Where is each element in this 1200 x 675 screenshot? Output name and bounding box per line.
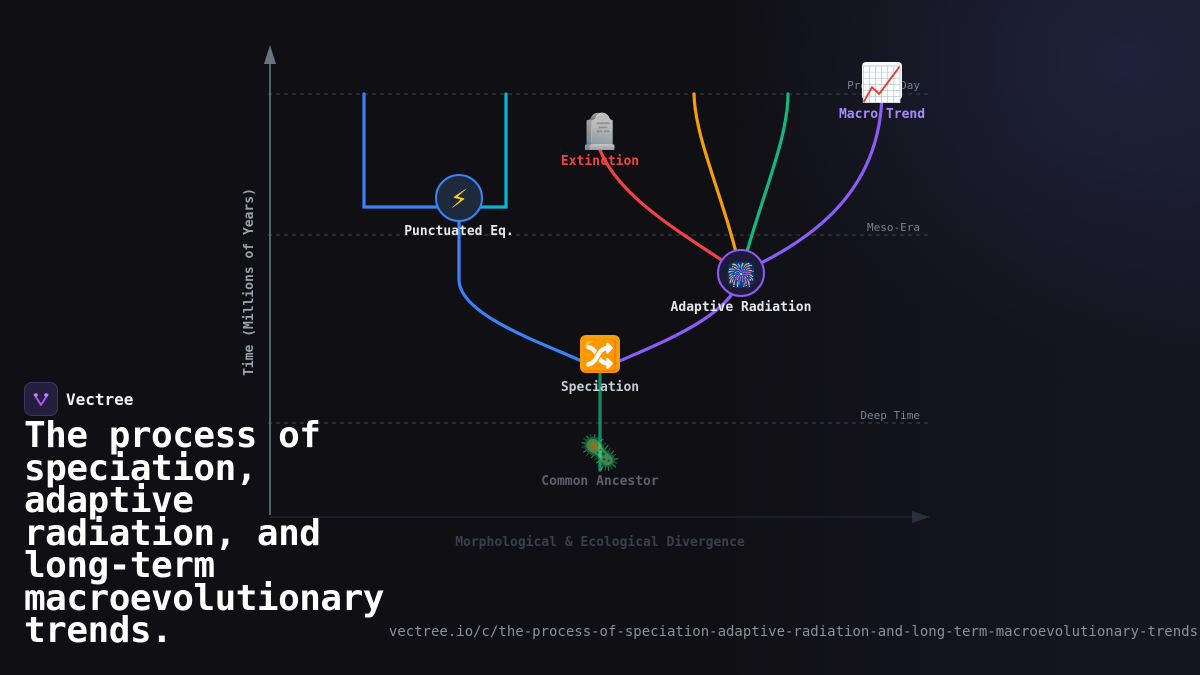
y-axis-arrow-icon	[264, 45, 276, 64]
chart-increasing-icon	[864, 67, 900, 95]
fireworks-icon: 🎆	[726, 261, 756, 289]
lightning-icon: ⚡	[450, 185, 468, 215]
node-label-macro-trend: Macro Trend	[839, 107, 925, 122]
node-common-ancestor: 🦠 Common Ancestor	[541, 433, 659, 489]
shuffle-icon: 🔀	[581, 338, 618, 374]
branch-green	[739, 92, 790, 275]
branch-punctuated-left	[362, 92, 461, 209]
era-label-deep: Deep Time	[860, 409, 920, 422]
page-title: The process of speciation, adaptive radi…	[24, 415, 384, 651]
branch-trend	[739, 92, 884, 275]
chart-increasing-emoji: 📈	[861, 65, 903, 105]
shuffle-icon-bg	[580, 335, 620, 373]
brand-name: Vectree	[66, 389, 134, 409]
node-macro-trend: 📈 Macro Trend	[839, 62, 925, 122]
microbe-icon: 🦠	[579, 433, 621, 473]
x-axis-label: Morphological & Ecological Divergence	[455, 535, 745, 550]
node-adaptive-radiation: 🎆 Adaptive Radiation	[671, 249, 812, 315]
branch-speciation-right	[598, 271, 743, 372]
node-label-speciation: Speciation	[561, 380, 639, 395]
node-label-common-ancestor: Common Ancestor	[541, 474, 659, 489]
chart-icon-bg	[862, 62, 902, 100]
node-extinction: 🪦 Extinction	[561, 112, 639, 169]
brand: Vectree	[24, 382, 133, 416]
node-label-extinction: Extinction	[561, 154, 639, 169]
node-circle-punctuated	[435, 174, 483, 222]
x-axis-arrow-icon	[912, 511, 930, 523]
vectree-v-logo-icon	[24, 382, 58, 416]
node-circle-radiation	[717, 249, 765, 297]
node-label-adaptive-radiation: Adaptive Radiation	[671, 300, 812, 315]
y-axis-label: Time (Millions of Years)	[242, 188, 257, 376]
node-punctuated: ⚡ Punctuated Eq.	[404, 174, 514, 239]
node-speciation: 🔀 Speciation	[561, 335, 639, 395]
era-label-meso: Meso-Era	[867, 221, 920, 234]
node-label-punctuated: Punctuated Eq.	[404, 224, 514, 239]
page-url[interactable]: vectree.io/c/the-process-of-speciation-a…	[388, 624, 1198, 640]
branch-orange	[692, 92, 743, 275]
headstone-icon: 🪦	[579, 112, 621, 152]
